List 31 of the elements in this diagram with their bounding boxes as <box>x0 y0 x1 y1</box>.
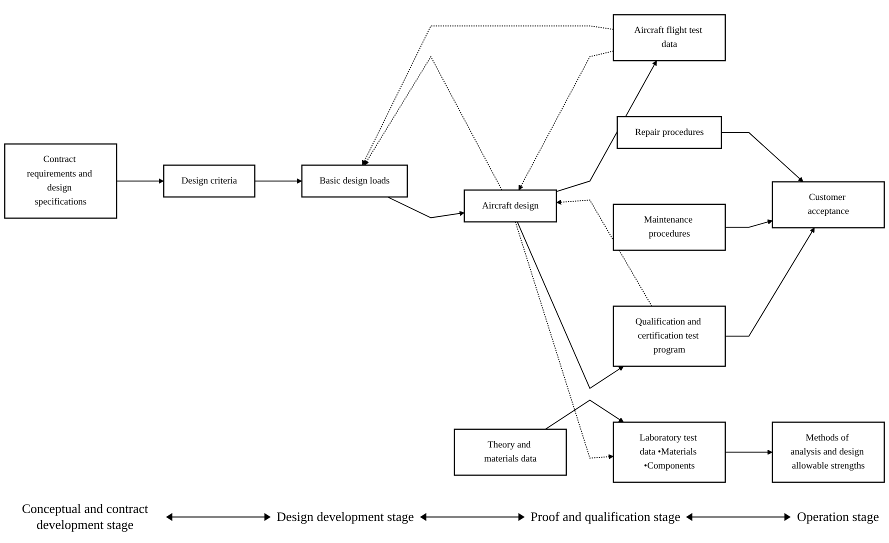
node-box: Theory and materials data <box>454 428 567 476</box>
arrow <box>556 200 652 307</box>
arrow <box>724 219 773 228</box>
node-box: Methods of analysis and design allowable strengths <box>772 422 885 483</box>
arrow <box>724 450 773 455</box>
node-box: Laboratory test data •Materials •Components <box>612 422 726 483</box>
stage-label: Operation stage <box>797 509 879 525</box>
node-box: Basic design loads <box>301 164 408 198</box>
arrow <box>724 228 815 337</box>
arrow <box>544 400 624 430</box>
arrow <box>364 56 502 190</box>
arrow <box>514 221 614 460</box>
arrow <box>720 132 804 182</box>
node-box: Repair procedures <box>616 116 722 149</box>
arrow <box>116 178 164 184</box>
arrow <box>516 221 624 389</box>
node-box: Qualification and certification test program <box>612 306 726 367</box>
arrow <box>387 196 465 218</box>
node-box: Contract requirements and design specifications <box>4 143 118 219</box>
node-box: Aircraft flight test data <box>612 14 726 62</box>
stage-label: Design development stage <box>276 509 414 525</box>
node-box: Aircraft design <box>464 189 557 222</box>
stage-label: Conceptual and contract development stage <box>20 501 150 533</box>
node-box: Customer acceptance <box>772 181 885 228</box>
node-box: Maintenance procedures <box>612 204 726 251</box>
node-box: Design criteria <box>163 164 256 198</box>
arrow <box>254 178 302 184</box>
arrow <box>556 60 657 192</box>
stage-label: Proof and qualification stage <box>530 509 680 525</box>
arrow <box>518 50 614 190</box>
arrow <box>362 25 614 166</box>
